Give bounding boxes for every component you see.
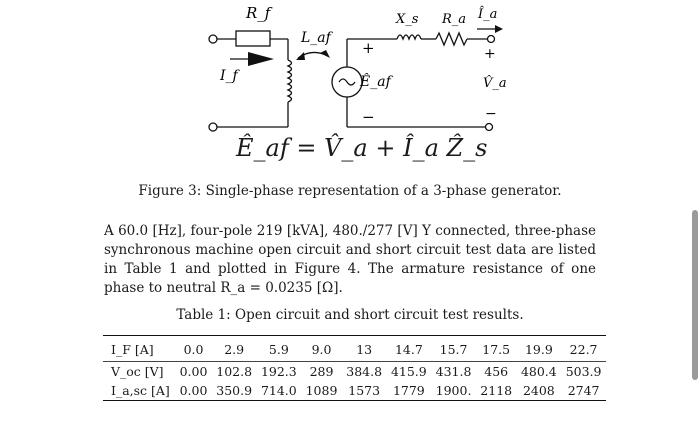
label-minus-left: − bbox=[362, 108, 375, 126]
table-cell: 13 bbox=[356, 342, 373, 357]
table-cell: 1089 bbox=[305, 383, 338, 398]
row-label: V_oc [V] bbox=[111, 364, 164, 379]
table-cell: 22.7 bbox=[569, 342, 598, 357]
table-cell: 456 bbox=[484, 364, 509, 379]
table-cell: 480.4 bbox=[520, 364, 557, 379]
xs-inductor bbox=[396, 34, 422, 41]
label-eaf: Ê_af bbox=[359, 72, 394, 90]
table-cell: 15.7 bbox=[439, 342, 468, 357]
table-cell: 384.8 bbox=[346, 364, 383, 379]
if-arrow-icon bbox=[248, 52, 274, 66]
label-if: I_f bbox=[219, 68, 241, 84]
ra-resistor bbox=[435, 31, 468, 47]
figure-caption: Figure 3: Single-phase representation of… bbox=[138, 183, 562, 199]
phasor-equation: Ê_af = V̂_a + Î_a Ẑ_s bbox=[236, 134, 488, 162]
label-plus-left: + bbox=[362, 39, 375, 57]
scrollbar-track[interactable] bbox=[688, 0, 700, 445]
table-cell: 2118 bbox=[480, 383, 513, 398]
table-cell: 0.00 bbox=[179, 364, 208, 379]
row-label: I_a,sc [A] bbox=[111, 383, 170, 398]
table-row-voc: V_oc [V] 0.00 102.8 192.3 289 384.8 415.… bbox=[103, 361, 606, 382]
table-cell: 102.8 bbox=[216, 364, 253, 379]
table-cell: 14.7 bbox=[394, 342, 423, 357]
field-coil bbox=[286, 59, 293, 103]
table-cell: 289 bbox=[309, 364, 334, 379]
label-plus-right: + bbox=[484, 46, 496, 62]
table-row-iasc: I_a,sc [A] 0.00 350.9 714.0 1089 1573 17… bbox=[103, 381, 606, 400]
row-label: I_F [A] bbox=[111, 342, 154, 357]
generator-circuit-diagram: R_f L_af I_f X_s R_a Î_a + − Ê_af + V̂_a… bbox=[208, 4, 507, 132]
table-cell: 17.5 bbox=[482, 342, 511, 357]
label-xs: X_s bbox=[395, 12, 419, 27]
table-cell: 2.9 bbox=[224, 342, 245, 357]
rf-resistor bbox=[235, 30, 271, 47]
table-bottom-rule bbox=[103, 400, 606, 401]
table-cell: 415.9 bbox=[390, 364, 427, 379]
table-cell: 0.0 bbox=[183, 342, 204, 357]
body-paragraph: A 60.0 [Hz], four-pole 219 [kVA], 480./2… bbox=[104, 223, 596, 296]
table-cell: 0.00 bbox=[179, 383, 208, 398]
label-ra: R_a bbox=[441, 12, 466, 27]
table-top-rule bbox=[103, 335, 606, 336]
table-caption: Table 1: Open circuit and short circuit … bbox=[176, 307, 524, 323]
table-cell: 19.9 bbox=[524, 342, 553, 357]
label-va: V̂_a bbox=[483, 75, 507, 91]
table-row-if: I_F [A] 0.0 2.9 5.9 9.0 13 14.7 15.7 17.… bbox=[103, 336, 606, 362]
table-cell: 350.9 bbox=[216, 383, 253, 398]
scrollbar-thumb[interactable] bbox=[692, 210, 698, 380]
table-cell: 1779 bbox=[392, 383, 425, 398]
table-cell: 431.8 bbox=[435, 364, 472, 379]
table-cell: 1900. bbox=[435, 383, 472, 398]
table-cell: 9.0 bbox=[311, 342, 332, 357]
table-cell: 2747 bbox=[567, 383, 600, 398]
label-ia: Î_a bbox=[477, 6, 497, 22]
table-cell: 5.9 bbox=[268, 342, 289, 357]
table-cell: 503.9 bbox=[565, 364, 602, 379]
table-cell: 1573 bbox=[348, 383, 381, 398]
label-laf: L_af bbox=[300, 30, 334, 46]
label-rf: R_f bbox=[245, 4, 273, 22]
test-results-table: I_F [A] 0.0 2.9 5.9 9.0 13 14.7 15.7 17.… bbox=[103, 335, 606, 401]
table-cell: 192.3 bbox=[260, 364, 297, 379]
label-minus-right: − bbox=[485, 106, 497, 122]
ia-arrow-icon bbox=[495, 25, 503, 33]
table-cell: 714.0 bbox=[260, 383, 297, 398]
table-cell: 2408 bbox=[522, 383, 555, 398]
